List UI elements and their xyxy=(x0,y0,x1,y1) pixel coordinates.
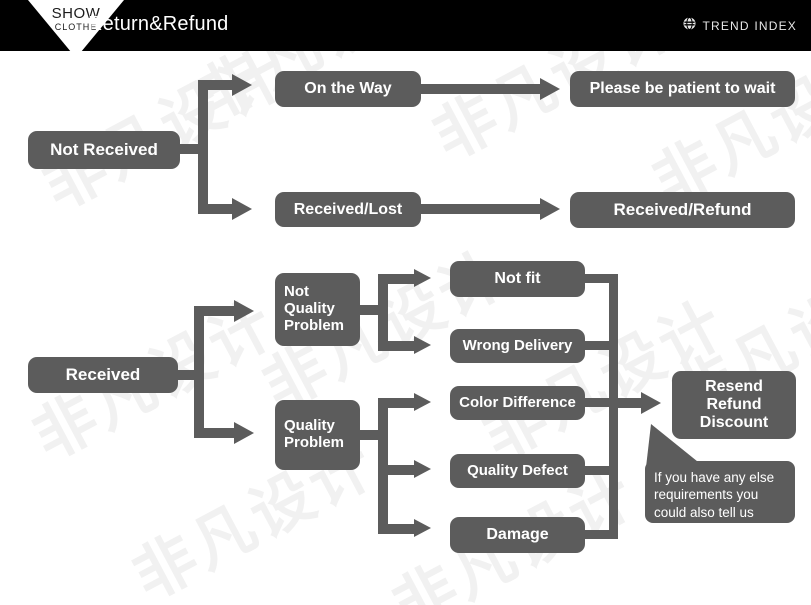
connector-quality-defect-out xyxy=(585,466,618,475)
connector-not-received-bus xyxy=(198,80,208,214)
page-title: Return&Refund xyxy=(88,13,229,35)
node-label-line: Refund xyxy=(706,396,762,414)
connector-not-fit-out xyxy=(585,274,618,283)
node-label-line: Problem xyxy=(284,434,345,451)
node-received-lost[interactable]: Received/Lost xyxy=(275,192,421,227)
node-quality-defect[interactable]: Quality Defect xyxy=(450,454,585,488)
connector-received-lost-line xyxy=(198,204,234,214)
arrow-to-quality-defect xyxy=(414,460,431,478)
connector-to-not-quality-problem xyxy=(194,306,236,316)
arrow-to-not-fit xyxy=(414,269,431,287)
node-received-refund[interactable]: Received/Refund xyxy=(570,192,795,228)
connector-to-color-difference xyxy=(378,398,418,408)
node-not-received[interactable]: Not Received xyxy=(28,131,180,169)
arrow-to-please-wait xyxy=(540,78,560,100)
connector-qp-stub xyxy=(360,430,386,440)
globe-icon xyxy=(683,17,696,35)
arrow-to-wrong-delivery xyxy=(414,336,431,354)
connector-bus-to-outcome xyxy=(609,398,649,408)
connector-damage-out xyxy=(585,530,618,539)
trend-index-badge: TREND INDEX xyxy=(683,17,797,35)
connector-nqp-bus xyxy=(378,274,388,351)
connector-color-difference-out xyxy=(585,398,618,407)
connector-to-quality-problem xyxy=(194,428,236,438)
node-label-line: Not xyxy=(284,283,309,301)
node-on-the-way[interactable]: On the Way xyxy=(275,71,421,107)
node-label-line: Resend xyxy=(705,378,763,396)
page-header xyxy=(0,0,811,51)
connector-to-damage xyxy=(378,524,418,534)
brand-logo-triangle xyxy=(28,0,124,62)
arrow-to-not-quality-problem xyxy=(234,300,254,322)
node-resend-refund-discount[interactable]: Resend Refund Discount xyxy=(672,371,796,439)
arrow-to-received-lost xyxy=(232,198,252,220)
node-label-line: Quality xyxy=(284,300,335,318)
callout-line: If you have any else xyxy=(654,470,775,485)
trend-index-label: TREND INDEX xyxy=(702,19,797,33)
connector-not-received-stub xyxy=(180,144,208,154)
connector-to-wrong-delivery xyxy=(378,341,418,351)
arrow-to-outcome xyxy=(641,392,661,414)
arrow-to-damage xyxy=(414,519,431,537)
brand-logo-primary-text: SHOW xyxy=(51,5,101,22)
connector-on-the-way-to-result xyxy=(421,84,547,94)
connector-to-not-fit xyxy=(378,274,418,284)
node-received[interactable]: Received xyxy=(28,357,178,393)
callout-line: could also tell us xyxy=(654,504,754,520)
arrow-to-color-difference xyxy=(414,393,431,411)
node-not-fit[interactable]: Not fit xyxy=(450,261,585,297)
node-wrong-delivery[interactable]: Wrong Delivery xyxy=(450,329,585,363)
node-damage[interactable]: Damage xyxy=(450,517,585,553)
connector-wrong-delivery-out xyxy=(585,341,618,350)
arrow-to-quality-problem xyxy=(234,422,254,444)
arrow-to-on-the-way xyxy=(232,74,252,96)
connector-received-bus xyxy=(194,306,204,438)
connector-nqp-stub xyxy=(360,305,386,315)
brand-logo-secondary-text: CLOTHE xyxy=(54,22,98,32)
connector-received-lost-to-result xyxy=(421,204,547,214)
node-label-line: Problem xyxy=(284,316,345,334)
node-label-line: Discount xyxy=(699,413,769,431)
node-color-difference[interactable]: Color Difference xyxy=(450,386,585,420)
callout-note[interactable]: If you have any else requirements you co… xyxy=(645,461,795,523)
node-quality-problem[interactable]: Quality Problem xyxy=(275,400,360,470)
callout-line: requirements you xyxy=(654,487,759,503)
connector-received-stub xyxy=(178,370,204,380)
connector-to-quality-defect xyxy=(378,465,418,475)
connector-on-the-way-line xyxy=(198,80,234,90)
arrow-to-received-refund xyxy=(540,198,560,220)
node-not-quality-problem[interactable]: Not Quality Problem xyxy=(275,273,360,346)
node-label-line: Quality xyxy=(284,417,335,435)
node-please-be-patient[interactable]: Please be patient to wait xyxy=(570,71,795,107)
